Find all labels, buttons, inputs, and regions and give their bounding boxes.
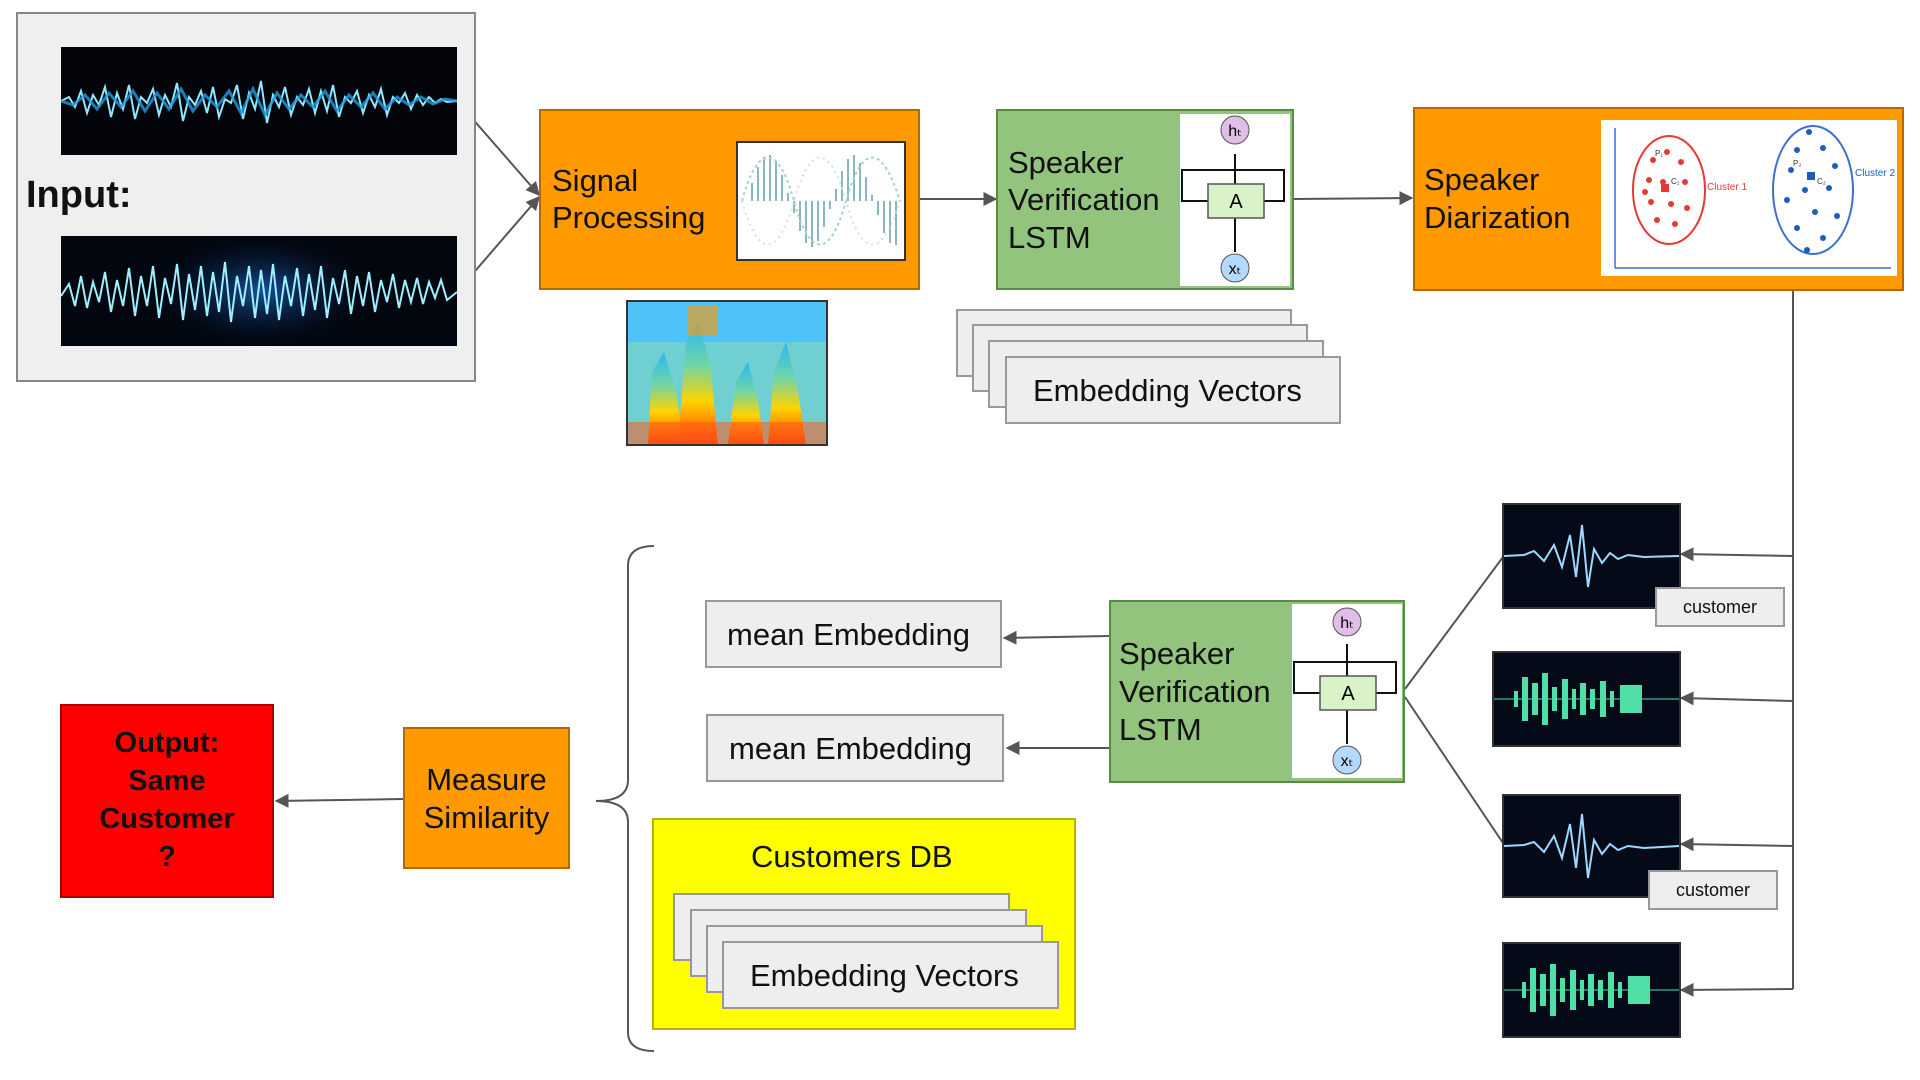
measure-label-1: Measure [426,762,547,797]
curly-brace [595,545,655,1052]
audio-clip-1 [1502,503,1681,609]
lstm-bottom-label-3: LSTM [1119,712,1202,747]
lstm-bottom-h-node [1332,607,1362,637]
input-label: Input: [26,174,132,216]
db-embedding-vectors [722,941,1059,1009]
lstm-top-cell-diagram: A hₜ xₜ [1180,114,1290,286]
arrow-to-clip-1 [1679,547,1794,562]
cluster1-label: Cluster 1 [1707,182,1747,193]
measure-label-2: Similarity [423,800,550,835]
arrow-lstm-to-diarization [1293,191,1414,206]
line-clip1-to-lstm [1404,556,1504,690]
c1-label: C₁ [1671,177,1680,186]
arrow-to-clip-2 [1679,691,1794,706]
customers-db-title: Customers DB [751,839,953,874]
output-line-4: ? [158,841,176,873]
input-waveform-1 [61,47,457,155]
lstm-bottom-label-2: Verification [1119,674,1271,709]
sine-wave-image [736,141,906,261]
audio-clip-4 [1502,942,1681,1038]
db-embedding-vectors-label: Embedding Vectors [750,958,1019,993]
arrow-lstm-to-mean1 [1002,630,1110,645]
spectrogram-image [626,300,828,446]
c2-label: C₂ [1817,177,1826,186]
lstm-bottom-h-label: hₜ [1340,615,1354,632]
arrow-to-clip-4 [1679,982,1794,997]
audio-clip-2 [1492,651,1681,747]
signal-processing-label-2: Processing [552,200,706,235]
customer-tag-2: customer [1648,870,1778,910]
mean-embedding-1-label: mean Embedding [727,617,970,652]
output-box [60,704,274,898]
line-clip3-to-lstm [1404,696,1504,844]
lstm-top-a-label: A [1229,191,1243,213]
sampled-sine-icon [741,155,901,247]
lstm-top-h-node [1220,115,1250,145]
cluster-plot-image: Cluster 1 C₁ P₁ Cluster 2 C₂ P₂ [1601,120,1897,276]
cluster2-label: Cluster 2 [1855,168,1895,179]
output-line-3: Customer [99,803,235,835]
p2-label: P₂ [1793,159,1801,168]
embedding-vectors-top [1005,356,1341,424]
lstm-bottom-x-node [1332,745,1362,775]
output-line-1: Output: [114,727,220,759]
output-line-2: Same [128,765,206,797]
lstm-top-label-2: Verification [1008,182,1160,217]
lstm-bottom-a-label: A [1341,683,1355,705]
signal-processing-label-1: Signal [552,163,639,198]
measure-similarity-box [403,727,570,869]
mean-embedding-2 [706,714,1004,782]
mean-embedding-2-label: mean Embedding [729,731,972,766]
arrow-to-clip-3 [1679,837,1794,852]
waveform-blue-image [61,47,457,155]
waveform-blue-image-2 [61,236,457,346]
lstm-bottom-label-1: Speaker [1119,636,1235,671]
customer-tag-1: customer [1655,587,1785,627]
lstm-bottom-a-block [1319,675,1377,711]
input-waveform-2 [61,236,457,346]
lstm-top-label-1: Speaker [1008,145,1124,180]
embedding-vectors-top-label: Embedding Vectors [1033,373,1302,408]
lstm-top-label-3: LSTM [1008,220,1091,255]
diarization-label-2: Diarization [1424,200,1571,235]
mean-embedding-1 [705,600,1002,668]
spectrogram-heatmap [628,302,826,444]
arrow-measure-to-output [274,793,404,808]
p1-label: P₁ [1655,149,1663,158]
lstm-bottom-cell-diagram: A hₜ xₜ [1292,604,1402,778]
audio-clip-3 [1502,794,1681,898]
cluster-scatter-plot: Cluster 1 C₁ P₁ Cluster 2 C₂ P₂ [1614,125,1895,269]
lstm-top-x-label: xₜ [1229,261,1242,278]
lstm-top-x-node [1220,253,1250,283]
lstm-top-a-block [1207,183,1265,219]
lstm-top-h-label: hₜ [1228,123,1242,140]
diarization-label-1: Speaker [1424,162,1540,197]
lstm-bottom-x-label: xₜ [1341,753,1354,770]
